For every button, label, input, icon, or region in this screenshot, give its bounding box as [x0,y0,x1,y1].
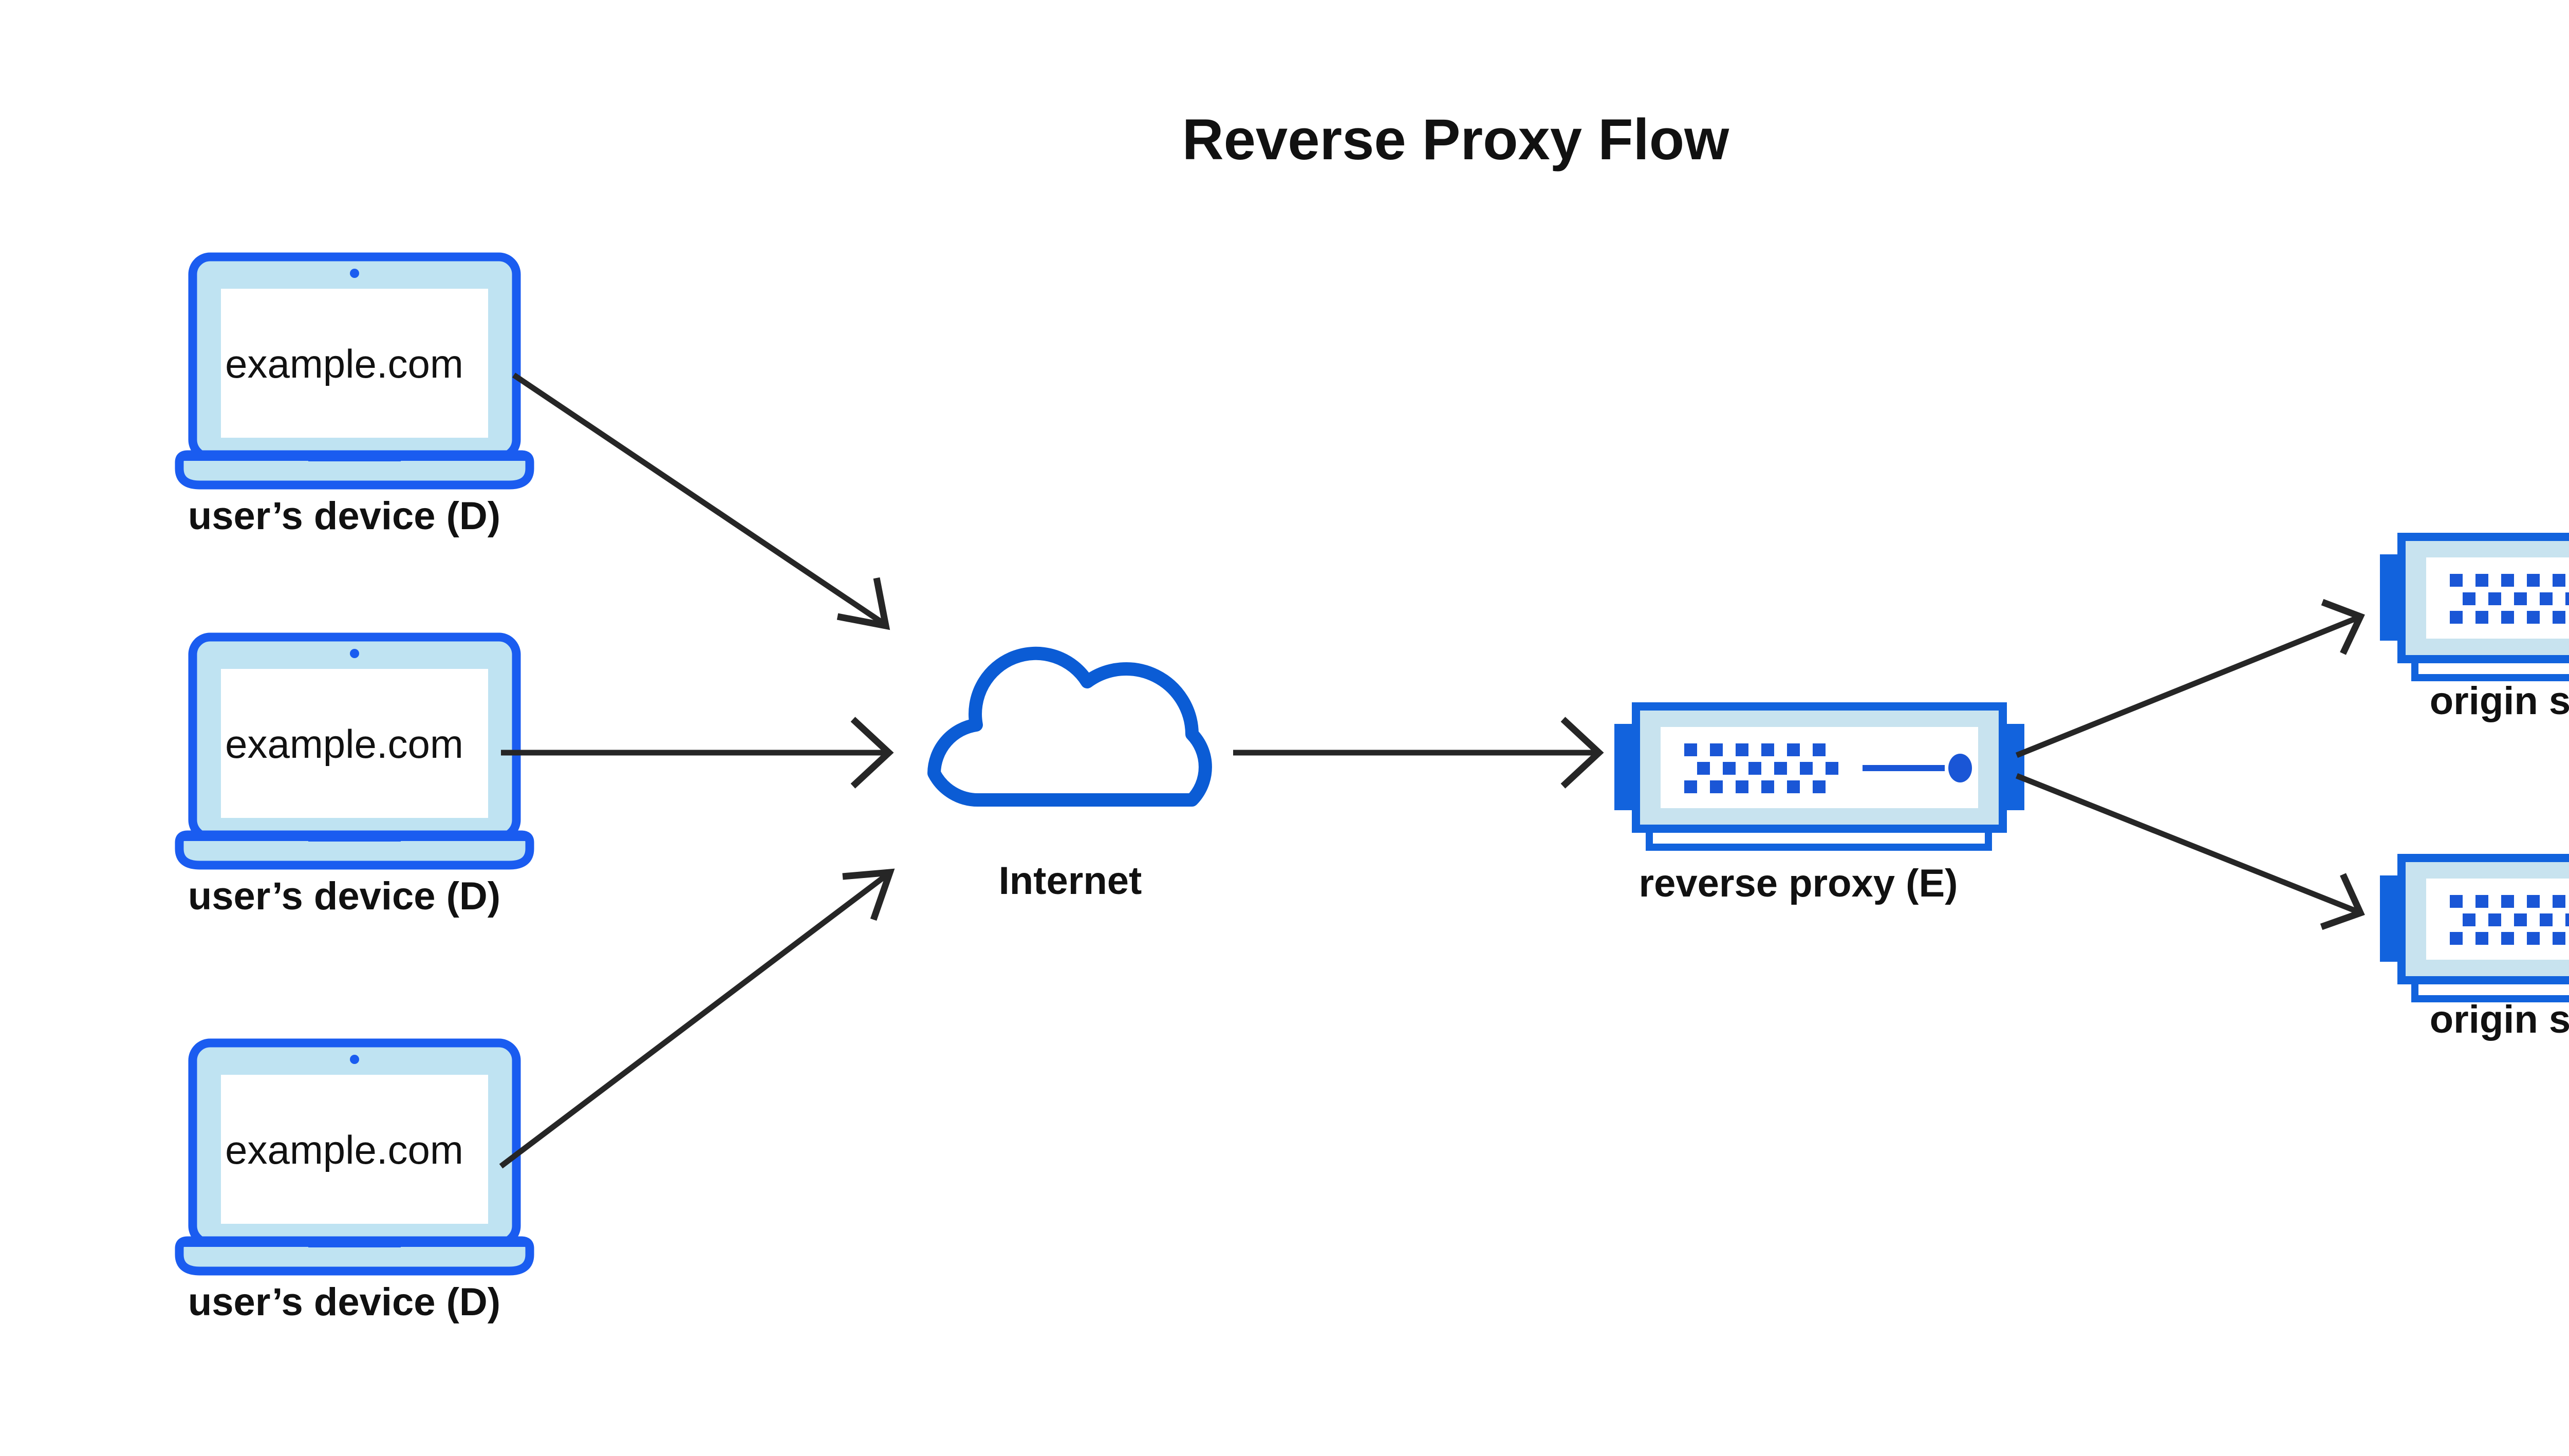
page-title: Reverse Proxy Flow [1182,107,1729,172]
flow-arrow-proxy-to-origin-bottom [2015,773,2365,930]
origin-label-top: origin server (F) [2430,679,2569,723]
browser-url-text: example.com [225,341,463,386]
internet-node[interactable]: Internet [934,654,1205,903]
client-node-middle[interactable]: example.com user’s device (D) [179,637,530,918]
reverse-proxy-node[interactable]: reverse proxy (E) [1614,706,2024,905]
internet-label: Internet [999,859,1142,903]
browser-url-text: example.com [225,1127,463,1172]
server-icon [1614,706,2024,847]
origin-label-bottom: origin server (F) [2430,998,2569,1041]
origin-server-node-bottom[interactable]: origin server (F) [2380,858,2569,1041]
client-node-top[interactable]: example.com user’s device (D) [179,257,530,538]
browser-url-text: example.com [225,721,463,767]
client-label-middle: user’s device (D) [188,874,500,918]
flow-arrow-proxy-to-origin-top [2015,599,2365,758]
server-icon [2380,537,2569,678]
flow-arrow-internet-to-proxy [1233,717,1604,789]
client-node-bottom[interactable]: example.com user’s device (D) [179,1043,530,1324]
client-label-top: user’s device (D) [188,494,500,538]
reverse-proxy-label: reverse proxy (E) [1639,862,1958,905]
origin-server-node-top[interactable]: origin server (F) [2380,537,2569,723]
flow-arrow-client-bottom-to-internet [499,868,895,1169]
client-label-bottom: user’s device (D) [188,1280,500,1324]
flow-arrow-client-top-to-internet [512,372,890,630]
flow-arrow-client-middle-to-internet [501,717,894,789]
server-icon [2380,858,2569,999]
